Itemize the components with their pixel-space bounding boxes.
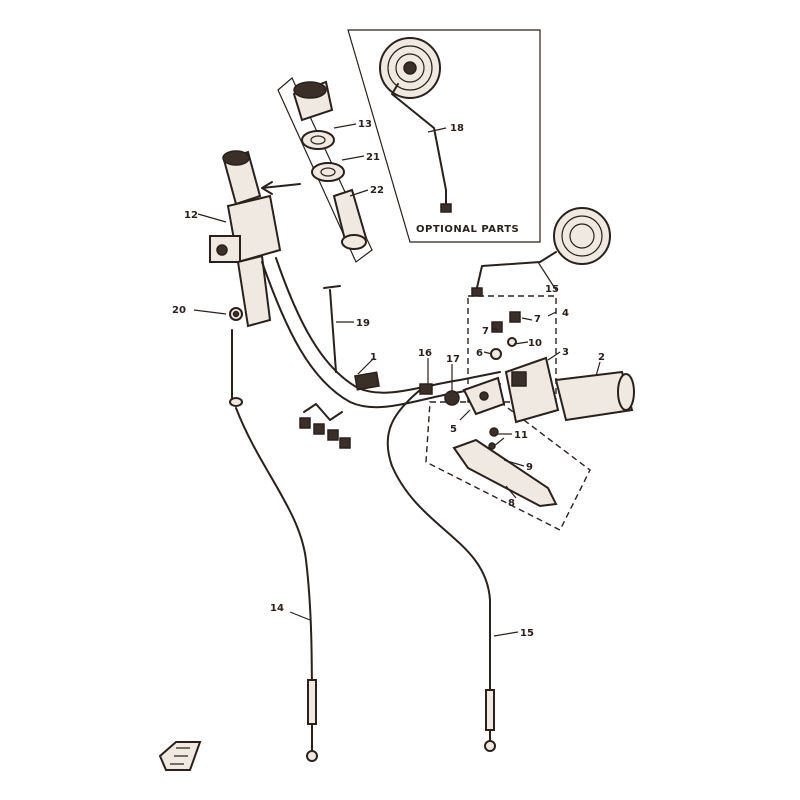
optional-parts-frame [347, 29, 541, 243]
left-grip-assembly [209, 150, 282, 328]
callout-4: 4 [562, 308, 569, 319]
leader-lines [193, 123, 601, 637]
right-mirror [471, 207, 611, 297]
manufacturer-mark [158, 741, 202, 771]
callout-12: 12 [184, 210, 198, 221]
lever-bracket [462, 311, 521, 416]
callout-7-right: 7 [534, 314, 541, 325]
grip-set-exploded [277, 77, 373, 263]
callout-15-mirror: 15 [545, 284, 559, 295]
optional-parts-label: OPTIONAL PARTS [416, 224, 519, 235]
right-grip-assembly [504, 356, 635, 424]
callout-13: 13 [358, 119, 372, 130]
callout-2: 2 [598, 352, 605, 363]
callout-9: 9 [526, 462, 533, 473]
callout-18: 18 [450, 123, 464, 134]
throttle-cable [229, 329, 318, 762]
callout-16: 16 [418, 348, 432, 359]
callout-5: 5 [450, 424, 457, 435]
lever-frame [425, 401, 591, 531]
optional-mirror [379, 37, 452, 213]
callout-7-left: 7 [482, 326, 489, 337]
assembly-arrow [261, 183, 301, 189]
callout-22: 22 [370, 185, 384, 196]
callout-20: 20 [172, 305, 186, 316]
callout-3: 3 [562, 347, 569, 358]
callout-8: 8 [508, 498, 515, 509]
handlebar [261, 261, 501, 409]
callout-15-cable: 15 [520, 628, 534, 639]
wiring-connectors [299, 403, 351, 449]
callout-6: 6 [476, 348, 483, 359]
bolt-19 [323, 285, 341, 373]
callout-21: 21 [366, 152, 380, 163]
callout-17: 17 [446, 354, 460, 365]
clutch-lever [452, 438, 558, 508]
callout-1: 1 [370, 352, 377, 363]
clutch-cable [386, 389, 496, 752]
callout-14: 14 [270, 603, 284, 614]
callout-10: 10 [528, 338, 542, 349]
callout-19: 19 [356, 318, 370, 329]
cable-adjuster [419, 383, 433, 395]
callout-11: 11 [514, 430, 528, 441]
